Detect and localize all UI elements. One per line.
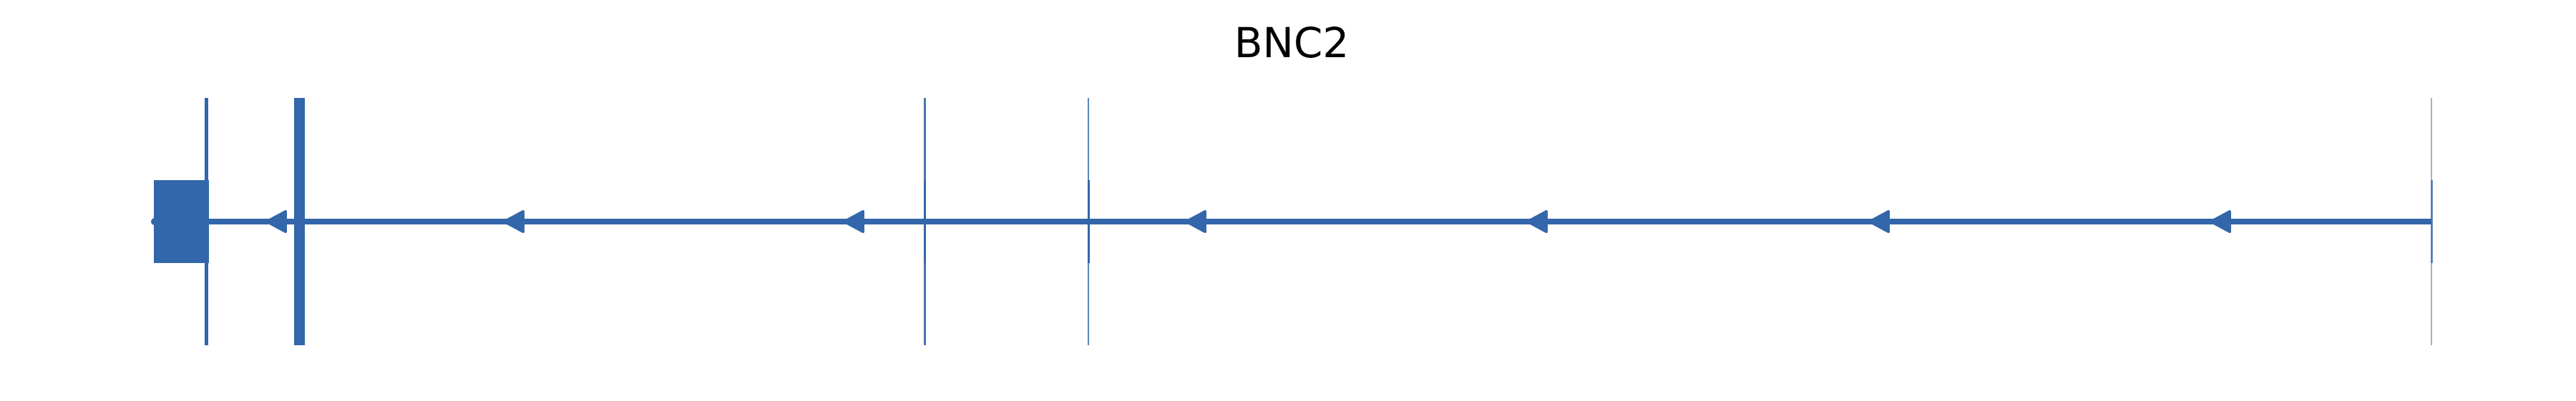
strand-arrow-icon: [503, 210, 525, 233]
exon-box: [154, 180, 209, 263]
exon-box: [1088, 180, 1090, 263]
strand-arrow-icon: [1868, 210, 1890, 233]
exon-box: [924, 180, 926, 263]
exon-box: [205, 180, 208, 263]
strand-arrow-icon: [2210, 210, 2231, 233]
exon-box: [294, 180, 305, 263]
strand-arrow-icon: [1526, 210, 1548, 233]
strand-arrow-icon: [1185, 210, 1206, 233]
exon-box: [2431, 180, 2433, 263]
strand-arrow-icon: [843, 210, 864, 233]
strand-arrow-icon: [265, 210, 287, 233]
intron-line: [154, 219, 2431, 224]
gene-title: BNC2: [1234, 19, 1350, 67]
